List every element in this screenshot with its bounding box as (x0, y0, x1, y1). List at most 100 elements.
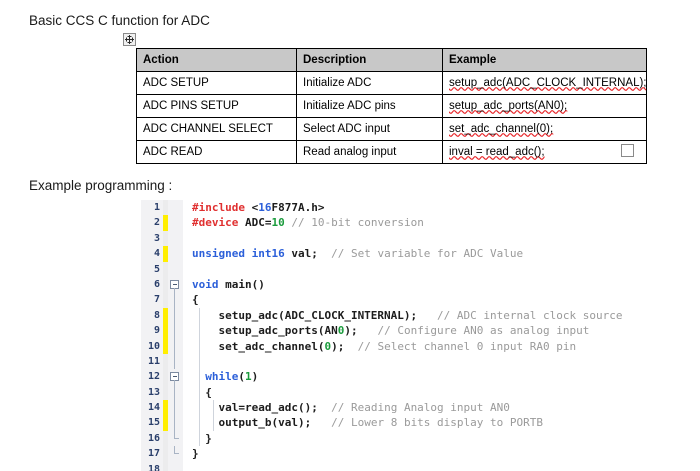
fold-guide-line (174, 292, 175, 308)
table-row[interactable]: ADC CHANNEL SELECT Select ADC input set_… (136, 117, 647, 141)
change-marker (163, 323, 168, 339)
code-line[interactable]: 7 { (141, 292, 700, 308)
code-line[interactable]: 16 } (141, 430, 700, 447)
code-line[interactable]: 14 val=read_adc(); // Reading Analog inp… (141, 400, 700, 416)
fold-guide-line (174, 400, 175, 416)
fold-column[interactable] (168, 430, 183, 447)
table-row[interactable]: ADC READ Read analog input inval = read_… (136, 140, 647, 164)
table-move-cross-icon[interactable] (123, 33, 136, 46)
fold-column[interactable] (168, 276, 183, 293)
text-cursor (136, 146, 137, 164)
line-number: 12 (141, 369, 163, 385)
code-line-text: setup_adc_ports(AN0); // Configure AN0 a… (192, 323, 590, 339)
fold-column[interactable] (168, 261, 183, 277)
code-line[interactable]: 5 (141, 261, 700, 277)
change-marker (163, 276, 168, 293)
fold-column[interactable] (168, 461, 183, 471)
code-line[interactable]: 10 set_adc_channel(0); // Select channel… (141, 338, 700, 354)
code-editor-panel[interactable]: 1 #include <16F877A.h> 2 #device ADC=10 … (141, 200, 700, 471)
cell-description: Read analog input (296, 140, 443, 164)
change-marker (163, 430, 168, 447)
code-line[interactable]: 15 output_b(val); // Lower 8 bits displa… (141, 415, 700, 431)
line-number: 3 (141, 230, 163, 247)
cell-action: ADC PINS SETUP (136, 94, 297, 118)
change-marker (163, 384, 168, 401)
fold-column[interactable] (168, 415, 183, 431)
change-marker (163, 230, 168, 247)
code-line-text: } (192, 430, 212, 447)
fold-column[interactable] (168, 246, 183, 262)
code-line-text: set_adc_channel(0); // Select channel 0 … (192, 338, 577, 354)
fold-guide-line (174, 446, 179, 455)
code-line-text: #device ADC=10 // 10-bit conversion (192, 216, 424, 230)
line-number: 7 (141, 292, 163, 308)
code-line-text (183, 462, 700, 471)
code-line-text: { (192, 293, 199, 307)
line-number: 11 (141, 353, 163, 370)
code-line-text (183, 262, 700, 277)
code-line[interactable]: 17 } (141, 446, 700, 462)
code-line[interactable]: 18 (141, 461, 700, 471)
fold-column[interactable] (168, 384, 183, 401)
code-line[interactable]: 9 setup_adc_ports(AN0); // Configure AN0… (141, 323, 700, 339)
change-marker (163, 200, 168, 216)
change-marker (163, 400, 168, 416)
line-number: 16 (141, 430, 163, 447)
code-line-text: { (192, 384, 212, 401)
code-line[interactable]: 2 #device ADC=10 // 10-bit conversion (141, 215, 700, 231)
code-line-text: while(1) (183, 369, 700, 385)
column-header-example: Example (442, 48, 647, 72)
change-marker (163, 261, 168, 277)
fold-column[interactable] (168, 230, 183, 247)
code-line[interactable]: 4 unsigned int16 val; // Set variable fo… (141, 246, 700, 262)
fold-guide-line (174, 287, 175, 293)
fold-column[interactable] (168, 200, 183, 216)
line-number: 4 (141, 246, 163, 262)
cell-action: ADC READ (136, 140, 297, 164)
change-marker (163, 307, 168, 324)
section-title-example-programming: Example programming : (29, 178, 173, 193)
line-number: 13 (141, 384, 163, 401)
fold-guide-line (174, 430, 179, 439)
line-number: 1 (141, 200, 163, 216)
cell-example: set_adc_channel(0); (442, 117, 647, 141)
code-line[interactable]: 8 setup_adc(ADC_CLOCK_INTERNAL); // ADC … (141, 307, 700, 324)
column-header-action: Action (136, 48, 297, 72)
fold-guide-line (174, 307, 175, 324)
fold-column[interactable] (168, 307, 183, 324)
table-header-row: Action Description Example (136, 48, 647, 72)
fold-column[interactable] (168, 400, 183, 416)
code-line[interactable]: 1 #include <16F877A.h> (141, 200, 700, 216)
change-marker (163, 369, 168, 385)
cell-description: Select ADC input (296, 117, 443, 141)
line-number: 10 (141, 338, 163, 354)
table-row[interactable]: ADC SETUP Initialize ADC setup_adc(ADC_C… (136, 71, 647, 95)
fold-guide-line (174, 353, 175, 370)
line-number: 15 (141, 415, 163, 431)
cell-action: ADC CHANNEL SELECT (136, 117, 297, 141)
code-line[interactable]: 3 (141, 230, 700, 247)
line-number: 17 (141, 446, 163, 462)
fold-column[interactable] (168, 292, 183, 308)
line-number: 9 (141, 323, 163, 339)
fold-column[interactable] (168, 446, 183, 462)
code-line-text: val=read_adc(); // Reading Analog input … (192, 400, 510, 416)
code-line[interactable]: 6 void main() (141, 276, 700, 293)
line-number: 5 (141, 261, 163, 277)
code-line[interactable]: 11 (141, 353, 700, 370)
table-resize-square-icon[interactable] (621, 144, 634, 157)
cell-action: ADC SETUP (136, 71, 297, 95)
code-line[interactable]: 13 { (141, 384, 700, 401)
adc-function-table[interactable]: Action Description Example ADC SETUP Ini… (136, 48, 647, 164)
fold-guide-line (174, 415, 175, 431)
fold-column[interactable] (168, 323, 183, 339)
fold-column[interactable] (168, 215, 183, 231)
code-line[interactable]: 12 while(1) (141, 369, 700, 385)
fold-column[interactable] (168, 353, 183, 370)
fold-column[interactable] (168, 369, 183, 385)
table-row[interactable]: ADC PINS SETUP Initialize ADC pins setup… (136, 94, 647, 118)
fold-column[interactable] (168, 338, 183, 354)
column-header-description: Description (296, 48, 443, 72)
change-marker (163, 353, 168, 370)
